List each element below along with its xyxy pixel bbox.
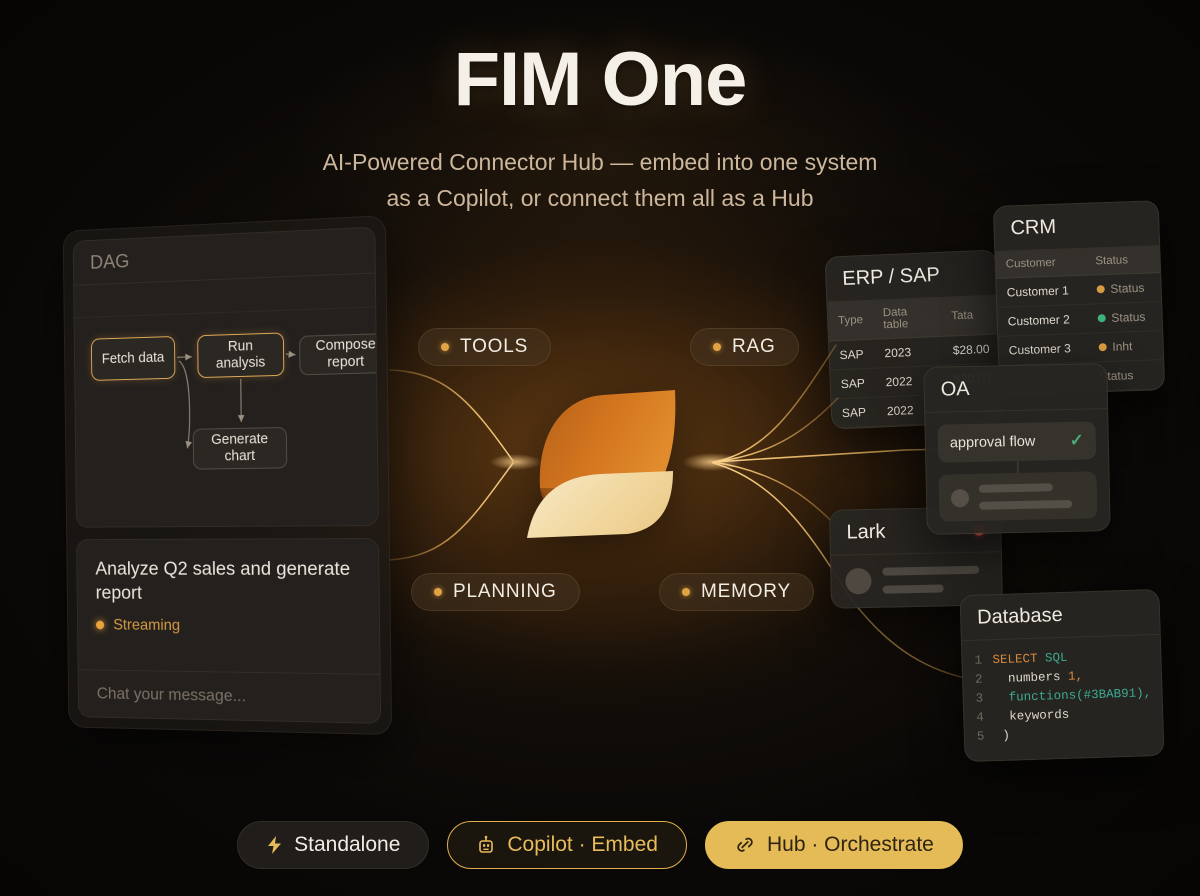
line-number: 5 xyxy=(976,729,985,744)
status-dot-icon xyxy=(682,588,690,596)
erp-col-type: Type xyxy=(827,300,874,342)
mode-label: Standalone xyxy=(294,833,401,856)
line-number: 4 xyxy=(976,710,985,725)
capability-pill-tools[interactable]: TOOLS xyxy=(418,328,552,366)
page-title: FIM One xyxy=(453,37,748,122)
status-label: Inht xyxy=(1112,339,1133,354)
erp-col-tata: Tata xyxy=(940,295,999,337)
mode-button-bar: Standalone Copilot · Embed Hub · Orchest… xyxy=(0,821,1200,869)
chat-message: Analyze Q2 sales and generate report xyxy=(95,558,351,604)
dag-node-run-analysis[interactable]: Run analysis xyxy=(197,332,285,379)
mode-button-hub-orchestrate[interactable]: Hub · Orchestrate xyxy=(704,821,963,869)
subtitle-line-1: AI-Powered Connector Hub — embed into on… xyxy=(322,149,878,175)
header: FIM One AI-Powered Connector Hub — embed… xyxy=(0,0,1200,216)
status-dot-icon xyxy=(1097,314,1106,323)
card-title-text: ERP / SAP xyxy=(841,263,941,290)
mode-button-copilot-embed[interactable]: Copilot · Embed xyxy=(447,821,687,869)
skeleton-line xyxy=(979,499,1073,510)
dag-node-compose-report[interactable]: Compose report xyxy=(299,332,379,376)
oa-placeholder-row xyxy=(938,471,1098,522)
card-title-database: Database xyxy=(960,589,1160,642)
avatar xyxy=(845,567,872,595)
status-label: Status xyxy=(1110,280,1145,296)
agent-workspace-panel: DAG xyxy=(63,215,392,735)
capability-label: TOOLS xyxy=(460,336,529,357)
card-title-text: CRM xyxy=(1010,215,1057,240)
dag-canvas: Fetch data Run analysis Compose report G… xyxy=(74,307,377,526)
dag-node-fetch-data[interactable]: Fetch data xyxy=(90,335,176,381)
oa-connector-line xyxy=(1016,460,1019,474)
streaming-dot-icon xyxy=(95,621,105,630)
capability-label: RAG xyxy=(732,336,776,357)
status-badge: Inht xyxy=(1098,339,1133,354)
lightning-icon xyxy=(268,836,282,854)
chat-status: Streaming xyxy=(78,605,379,637)
code-line: 5 ) xyxy=(977,722,1152,746)
erp-cell-type: SAP xyxy=(830,368,877,400)
card-title-text: OA xyxy=(940,377,970,401)
skeleton-line xyxy=(978,483,1054,493)
card-title-text: Lark xyxy=(846,520,886,544)
status-label: Status xyxy=(1111,309,1146,325)
chat-input[interactable]: Chat your message... xyxy=(78,669,381,723)
status-dot-icon xyxy=(441,343,449,351)
connector-card-oa[interactable]: OA approval flow ✓ xyxy=(923,363,1111,535)
line-number: 1 xyxy=(974,653,983,668)
code-text: keywords xyxy=(994,707,1070,725)
line-number: 3 xyxy=(975,691,984,706)
mode-label: Copilot · Embed xyxy=(507,833,658,856)
capability-pill-memory[interactable]: MEMORY xyxy=(659,573,814,611)
capability-pill-rag[interactable]: RAG xyxy=(690,328,799,366)
check-icon: ✓ xyxy=(1069,430,1085,450)
card-title-erp: ERP / SAP xyxy=(825,250,998,303)
code-text: SELECT SQL xyxy=(992,650,1068,668)
crm-customer: Customer 3 xyxy=(998,333,1089,366)
erp-cell-table: 2023 xyxy=(873,336,944,369)
fim-one-logo xyxy=(527,390,676,538)
oa-body: approval flow ✓ xyxy=(925,409,1109,534)
status-badge: Status xyxy=(1096,280,1145,297)
link-icon xyxy=(737,837,753,852)
crm-customer: Customer 2 xyxy=(997,304,1088,337)
erp-cell-type: SAP xyxy=(828,339,876,371)
chat-status-label: Streaming xyxy=(113,616,181,634)
avatar xyxy=(950,488,970,507)
oa-task-label: approval flow xyxy=(949,433,1036,452)
dag-card: DAG xyxy=(73,227,379,528)
subtitle-line-2: as a Copilot, or connect them all as a H… xyxy=(386,184,814,211)
robot-icon xyxy=(479,835,494,853)
crm-col-customer: Customer xyxy=(995,248,1086,279)
crm-customer: Customer 1 xyxy=(996,275,1087,308)
card-title-oa: OA xyxy=(924,364,1108,413)
skeleton-line xyxy=(882,565,979,576)
mode-button-standalone[interactable]: Standalone xyxy=(237,821,430,869)
chat-card: Analyze Q2 sales and generate report Str… xyxy=(76,538,382,724)
capability-pill-planning[interactable]: PLANNING xyxy=(411,573,580,611)
status-dot-icon xyxy=(713,343,721,351)
status-dot-icon xyxy=(1098,343,1107,352)
status-dot-icon xyxy=(1096,285,1105,294)
erp-cell-amount: $28.00 xyxy=(942,333,1001,366)
crm-col-status: Status xyxy=(1084,246,1161,276)
erp-cell-type: SAP xyxy=(831,397,878,428)
line-number: 2 xyxy=(974,672,983,687)
card-title-text: Database xyxy=(976,603,1064,629)
panel-frame: DAG xyxy=(63,215,392,735)
code-text: ) xyxy=(994,728,1011,744)
skeleton-line xyxy=(882,584,944,594)
page-subtitle: AI-Powered Connector Hub — embed into on… xyxy=(0,145,1200,216)
capability-label: MEMORY xyxy=(701,581,791,602)
status-dot-icon xyxy=(434,588,442,596)
erp-col-table: Data table xyxy=(872,297,943,340)
capability-label: PLANNING xyxy=(453,581,557,602)
dag-node-generate-chart[interactable]: Generate chart xyxy=(192,426,288,470)
status-badge: Status xyxy=(1097,309,1146,326)
mode-label: Hub · Orchestrate xyxy=(766,833,934,856)
oa-task-row[interactable]: approval flow ✓ xyxy=(937,421,1097,463)
